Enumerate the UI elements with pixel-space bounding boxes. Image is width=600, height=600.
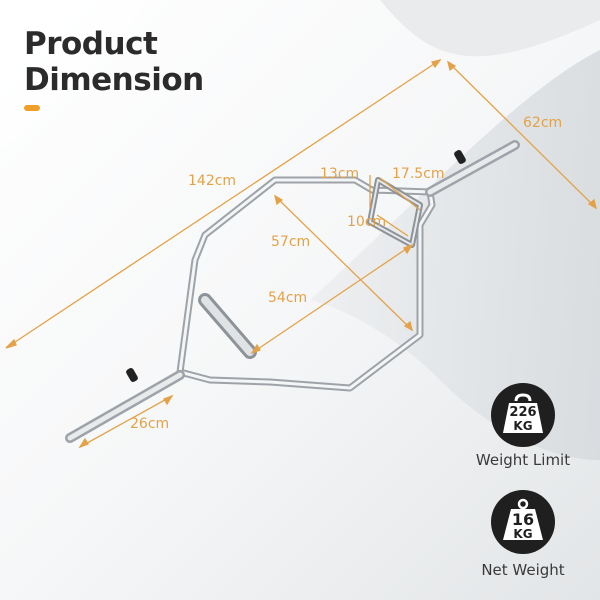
- dimension-overall-width: 62cm: [523, 115, 563, 131]
- dimension-sleeve-length: 26cm: [130, 416, 170, 432]
- dimension-inner-diagonal-a: 57cm: [271, 234, 311, 250]
- kettlebell-weight-icon: 16 KG: [491, 490, 555, 554]
- dimension-handle-length: 17.5cm: [392, 166, 445, 182]
- title-accent-bar: [24, 105, 40, 111]
- dimension-handle-grip: 10cm: [347, 214, 387, 230]
- page-title: Product Dimension: [24, 26, 204, 98]
- weight-icon: 226 KG: [491, 383, 555, 447]
- title-line-2: Dimension: [24, 62, 204, 98]
- spec-label: Net Weight: [481, 561, 565, 579]
- title-line-1: Product: [24, 26, 158, 62]
- dimension-handle-height: 13cm: [320, 166, 360, 182]
- spec-label: Weight Limit: [475, 451, 571, 469]
- dimension-overall-length: 142cm: [188, 173, 237, 189]
- dimension-inner-diagonal-b: 54cm: [268, 290, 308, 306]
